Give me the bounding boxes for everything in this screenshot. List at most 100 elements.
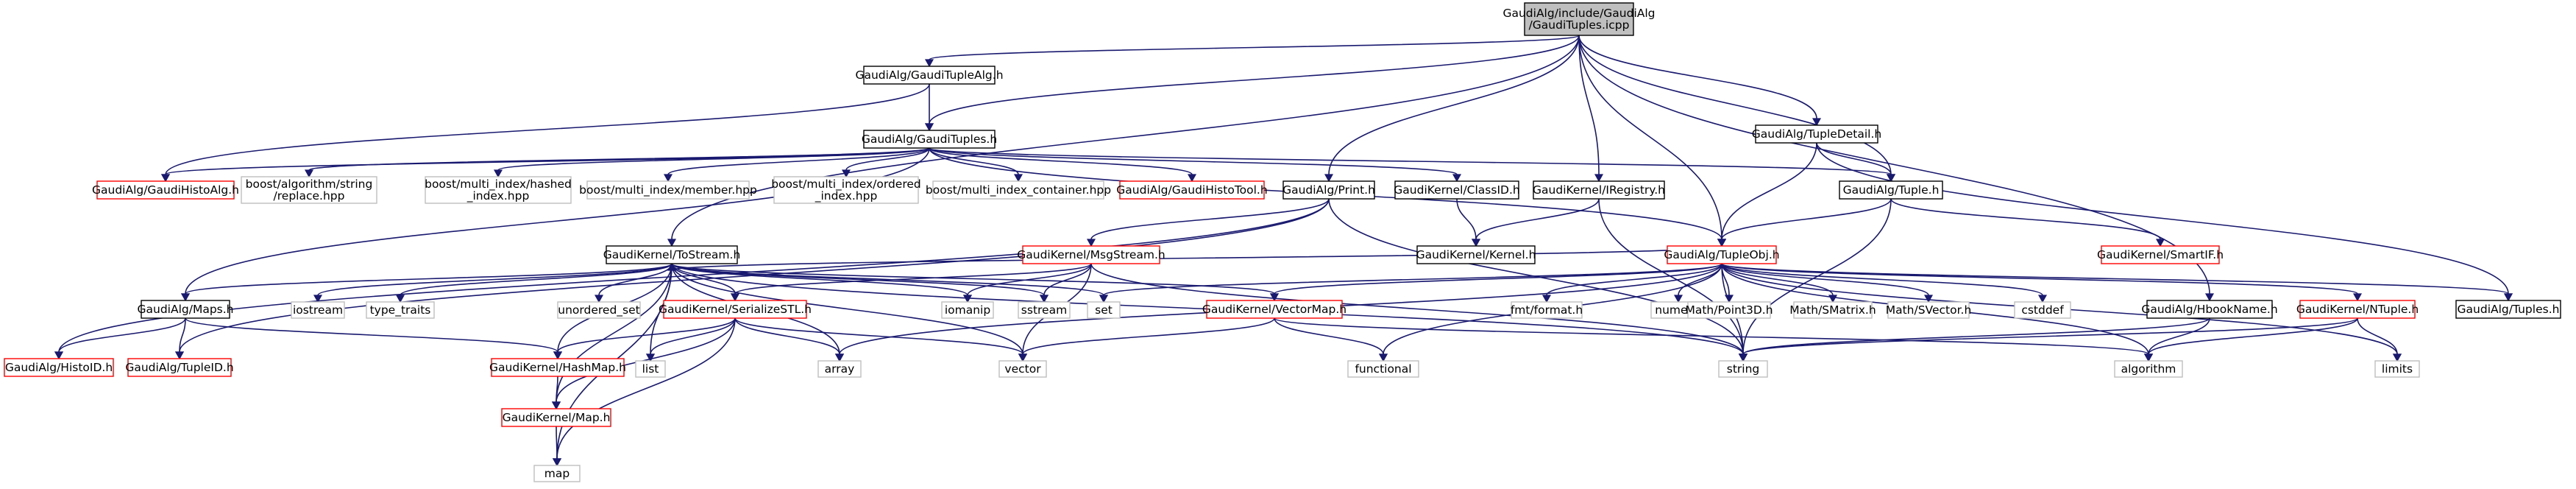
edge-arrowhead [1086,239,1096,247]
node-box [1687,301,1771,319]
node-box [586,180,750,200]
node-label: /replace.hpp [274,189,345,203]
edge-arrowhead [834,353,845,362]
node-label: GaudiAlg/GaudiTuples.h [862,133,997,146]
edge-tuple-to-smartif [1890,198,2165,247]
node-print[interactable]: GaudiAlg/Print.h [1282,180,1375,200]
edge-msgstream-to-iomanip [962,263,1092,303]
edge-root-to-gaudituples [924,35,1580,132]
edge-ntuple-to-string [1738,317,2358,362]
node-tuples[interactable]: GaudiAlg/Tuples.h [2455,300,2561,319]
node-smatrix: Math/SMatrix.h [1789,301,1876,319]
edge-serialize-to-hashmap [553,317,736,360]
node-array: array [817,360,862,378]
edge-gaudituples-to-classid [929,147,1462,183]
edge-line [308,147,930,171]
node-box [1839,180,1943,200]
node-vector: vector [998,360,1047,378]
node-label: /GaudiTuples.icpp [1529,18,1630,32]
edge-tupledetail-to-tuples [1816,142,2513,302]
node-box [1755,124,1878,144]
node-label: boost/multi_index/ordered [771,177,921,191]
edge-tupleobj-to-cstddef [1721,263,2048,303]
node-histoid[interactable]: GaudiAlg/HistoID.h [4,358,114,377]
node-box [2455,300,2561,319]
node-tuple[interactable]: GaudiAlg/Tuple.h [1839,180,1943,200]
node-label: list [642,362,659,376]
edge-line [1721,263,1929,296]
node-smartif[interactable]: GaudiKernel/SmartIF.h [2097,245,2224,264]
edge-line [1578,35,2210,295]
edge-line [929,35,1580,60]
node-box [606,245,738,264]
edge-line [667,147,930,175]
edge-tupledetail-to-tuple [1816,142,1896,183]
node-label: iostream [293,303,343,317]
edge-line [1890,198,2161,240]
node-box [1887,301,1970,319]
node-iostream: iostream [291,301,345,319]
edge-arrowhead [1324,174,1334,183]
node-box [1793,301,1873,319]
node-label: GaudiAlg/include/GaudiAlg [1502,7,1655,20]
edge-line [1742,317,2210,355]
node-box [932,180,1104,200]
edge-line [2148,317,2210,355]
edge-arrowhead [962,295,973,303]
node-box [1511,301,1583,319]
node-list: list [635,360,666,378]
node-classid[interactable]: GaudiKernel/ClassID.h [1394,180,1520,200]
node-kernel[interactable]: GaudiKernel/Kernel.h [1416,245,1536,264]
edge-tostream-to-sstream [671,263,1049,303]
edge-line [929,35,1580,124]
node-gmap[interactable]: GaudiKernel/Map.h [501,408,611,427]
edge-mbookname-to-algorithm [2143,317,2210,362]
edge-line [1742,317,2358,355]
node-hashmap[interactable]: GaudiKernel/HashMap.h [489,358,626,377]
edge-tupleobj-to-fmtformat [1541,263,1722,303]
node-tostream[interactable]: GaudiKernel/ToStream.h [603,245,741,264]
node-tuplealg[interactable]: GaudiAlg/GaudiTupleAlg.h [855,66,1004,85]
node-label: GaudiAlg/TupleDetail.h [1752,127,1881,141]
node-hashed: boost/multi_index/hashed_index.hpp [425,176,572,204]
node-box [773,176,919,204]
node-iregistry[interactable]: GaudiKernel/IRegistry.h [1533,180,1665,200]
node-mbookname[interactable]: GaudiAlg/HbookName.h [2141,300,2278,319]
node-maps[interactable]: GaudiAlg/Maps.h [138,300,234,319]
edge-tupleobj-to-vectormap [1269,263,1722,302]
node-msgstream[interactable]: GaudiKernel/MsgStream.h [1017,245,1165,264]
edge-arrowhead [594,295,604,303]
edge-arrowhead [1187,174,1197,183]
edge-print-to-histoid [54,198,1330,360]
node-box [1667,245,1777,264]
node-histotool[interactable]: GaudiAlg/GaudiHistoTool.h [1116,180,1268,200]
node-label: GaudiKernel/ToStream.h [603,248,741,261]
node-vectormap[interactable]: GaudiKernel/VectorMap.h [1202,300,1346,319]
node-layer: GaudiAlg/include/GaudiAlg/GaudiTuples.ic… [4,2,2561,482]
node-label: Math/Point3D.h [1685,303,1773,317]
node-map: map [533,465,581,482]
edge-line [556,317,736,460]
edge-arrowhead [160,174,171,183]
node-tupleid[interactable]: GaudiAlg/TupleID.h [125,358,234,377]
edge-tupleobj-to-svector [1721,263,1934,303]
edge-tuplealg-to-gaudituples [924,84,934,132]
node-gaudituples[interactable]: GaudiAlg/GaudiTuples.h [862,130,997,149]
edge-arrowhead [667,239,677,247]
node-box [1022,245,1160,264]
node-histoalg[interactable]: GaudiAlg/GaudiHistoAlg.h [92,180,239,200]
node-box [127,358,232,377]
node-ntuple[interactable]: GaudiKernel/NTuple.h [2296,300,2419,319]
edge-arrowhead [841,169,851,178]
node-root[interactable]: GaudiAlg/include/GaudiAlg/GaudiTuples.ic… [1502,2,1656,36]
node-serialize[interactable]: GaudiKernel/SerializeSTL.h [659,300,812,319]
node-tupledetail[interactable]: GaudiAlg/TupleDetail.h [1752,124,1881,144]
edge-line [165,83,930,175]
edge-root-to-tostream [667,35,1580,247]
edge-arrowhead [174,351,185,360]
edge-tostream-to-vectormap [671,263,1280,302]
edge-tupledetail-to-tupleobj [1717,142,1817,247]
node-tupleobj[interactable]: GaudiAlg/TupleObj.h [1664,245,1780,264]
edge-arrowhead [1594,174,1604,183]
